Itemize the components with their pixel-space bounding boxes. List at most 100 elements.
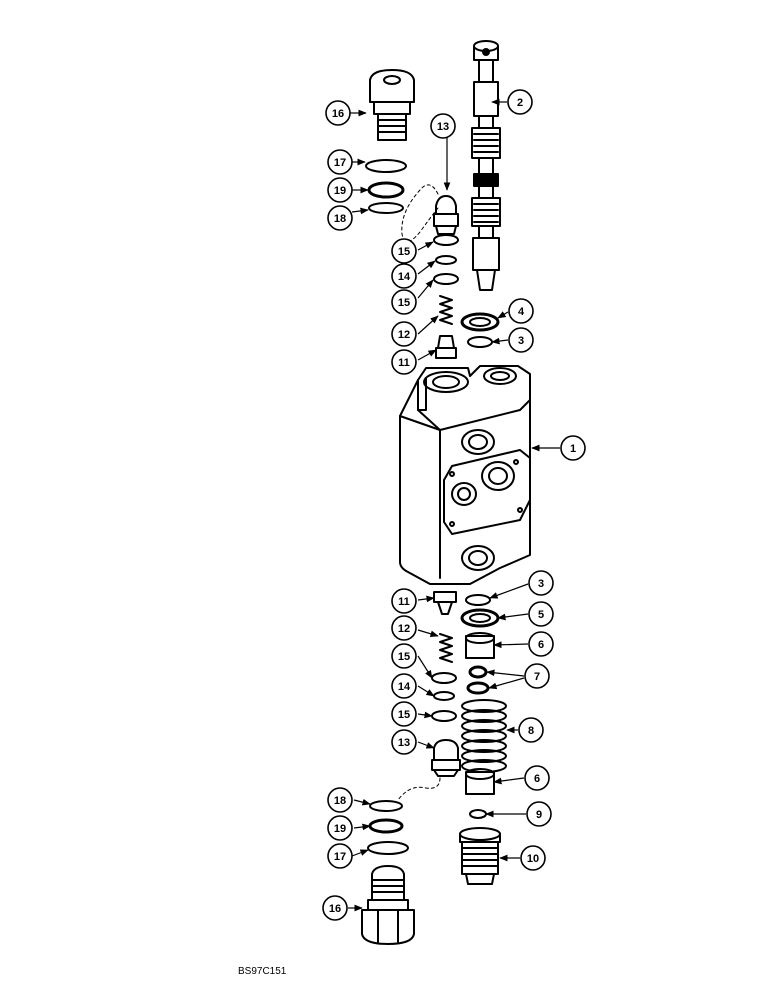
callout-label: 9 — [536, 809, 542, 821]
callout-circle — [507, 89, 533, 115]
callout-circle — [518, 717, 544, 743]
callout-circle — [528, 601, 554, 627]
callout-label: 14 — [398, 271, 411, 283]
callout-circle — [327, 843, 353, 869]
callout-circle — [322, 895, 348, 921]
callout-c1: 1 — [560, 435, 586, 461]
callout-c19-top: 19 — [327, 177, 353, 203]
callout-label: 15 — [398, 297, 410, 309]
callout-c10: 10 — [520, 845, 546, 871]
callout-c18-bottom: 18 — [327, 787, 353, 813]
callout-circle — [524, 765, 550, 791]
callout-label: 3 — [538, 578, 544, 590]
callout-label: 17 — [334, 851, 346, 863]
callout-label: 7 — [534, 671, 540, 683]
callout-circle — [508, 327, 534, 353]
callout-circle — [391, 321, 417, 347]
callout-label: 4 — [518, 306, 525, 318]
callout-circle — [391, 289, 417, 315]
callout-label: 1 — [570, 443, 576, 455]
callout-circle — [508, 298, 534, 324]
callout-label: 18 — [334, 213, 346, 225]
callout-circle — [391, 701, 417, 727]
callout-circle — [528, 570, 554, 596]
callout-circle — [391, 238, 417, 264]
callout-label: 15 — [398, 651, 410, 663]
callout-c13-bottom: 13 — [391, 729, 417, 755]
callout-label: 11 — [398, 596, 410, 608]
callout-c3-bottom: 3 — [528, 570, 554, 596]
callout-label: 16 — [329, 903, 341, 915]
callout-label: 15 — [398, 709, 410, 721]
callout-layer: 2161317191815141512431113115126157141581… — [322, 89, 586, 921]
callout-c9: 9 — [526, 801, 552, 827]
callout-circle — [327, 815, 353, 841]
callout-c4: 4 — [508, 298, 534, 324]
callout-label: 2 — [517, 97, 523, 109]
callout-c17-bottom: 17 — [327, 843, 353, 869]
backup-ring-19-top — [367, 181, 405, 199]
callout-circle — [391, 349, 417, 375]
check-plug-13-bottom — [431, 739, 461, 777]
callout-c2: 2 — [507, 89, 533, 115]
callout-circle — [391, 729, 417, 755]
callout-c16-top: 16 — [325, 100, 351, 126]
callout-circle — [391, 263, 417, 289]
callout-label: 12 — [398, 623, 410, 635]
callout-label: 13 — [398, 737, 410, 749]
callout-c19-bottom: 19 — [327, 815, 353, 841]
callout-circle — [391, 643, 417, 669]
callout-c15-b: 15 — [391, 289, 417, 315]
callout-label: 17 — [334, 157, 346, 169]
spool-part — [471, 40, 501, 291]
callout-circle — [520, 845, 546, 871]
callout-circle — [391, 588, 417, 614]
callout-c3-top: 3 — [508, 327, 534, 353]
callout-label: 6 — [534, 773, 540, 785]
callout-c16-bottom: 16 — [322, 895, 348, 921]
callout-circle — [560, 435, 586, 461]
callout-label: 3 — [518, 335, 524, 347]
callout-c5: 5 — [528, 601, 554, 627]
callout-c6-bottom: 6 — [524, 765, 550, 791]
callout-c18-top: 18 — [327, 205, 353, 231]
callout-c11-top: 11 — [391, 349, 417, 375]
callout-label: 15 — [398, 246, 410, 258]
callout-c7: 7 — [524, 663, 550, 689]
callout-c15-c: 15 — [391, 643, 417, 669]
plug-part-top — [369, 69, 415, 141]
plug-part-bottom — [361, 865, 415, 945]
callout-circle — [391, 673, 417, 699]
cap-10-part — [459, 827, 501, 885]
callout-label: 16 — [332, 108, 344, 120]
callout-label: 19 — [334, 185, 346, 197]
spring-8-part — [461, 699, 507, 773]
o-ring-17-top — [365, 159, 407, 173]
o-ring-18-top — [368, 202, 404, 214]
callout-c14-bottom: 14 — [391, 673, 417, 699]
callout-c12-bottom: 12 — [391, 615, 417, 641]
callout-c15-d: 15 — [391, 701, 417, 727]
callout-circle — [327, 177, 353, 203]
callout-circle — [325, 100, 351, 126]
callout-label: 11 — [398, 357, 410, 369]
callout-circle — [327, 149, 353, 175]
callout-circle — [391, 615, 417, 641]
callout-circle — [526, 801, 552, 827]
figure-code: BS97C151 — [238, 966, 287, 977]
callout-c15-a: 15 — [391, 238, 417, 264]
callout-label: 18 — [334, 795, 346, 807]
callout-circle — [327, 787, 353, 813]
check-plug-13-top — [433, 195, 459, 235]
callout-label: 12 — [398, 329, 410, 341]
callout-circle — [528, 631, 554, 657]
callout-c14-top: 14 — [391, 263, 417, 289]
callout-circle — [327, 205, 353, 231]
valve-body-part — [399, 365, 531, 585]
callout-label: 14 — [398, 681, 411, 693]
callout-c12-top: 12 — [391, 321, 417, 347]
callout-c17-top: 17 — [327, 149, 353, 175]
callout-c11-bottom: 11 — [391, 588, 417, 614]
callout-label: 13 — [437, 121, 449, 133]
